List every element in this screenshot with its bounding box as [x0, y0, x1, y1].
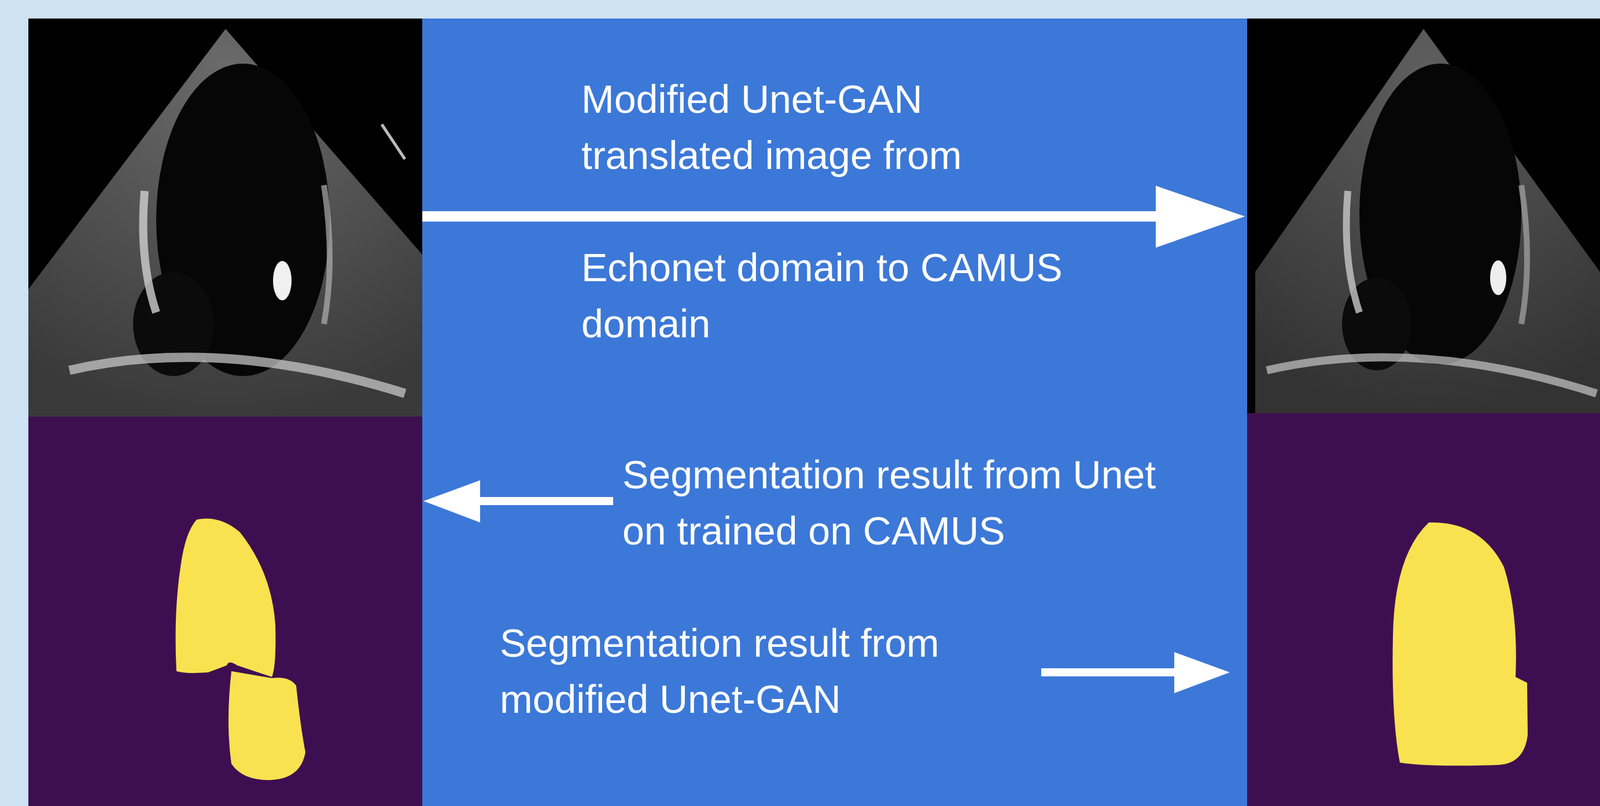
arrow — [422, 185, 1245, 693]
segmentation-left — [28, 416, 423, 806]
echo-image-right — [1247, 18, 1600, 414]
echo-image-left — [28, 18, 423, 417]
segmentation-right — [1247, 413, 1600, 806]
center-panel — [422, 18, 1248, 806]
caption-text: Echonet domain to CAMUS domain — [581, 239, 1068, 352]
caption-text: Segmentation result from Unet on trained… — [622, 446, 1207, 559]
caption-text: Segmentation result from modified Unet-G… — [499, 614, 1038, 728]
caption-text: Modified Unet-GAN translated image from — [581, 71, 1068, 184]
